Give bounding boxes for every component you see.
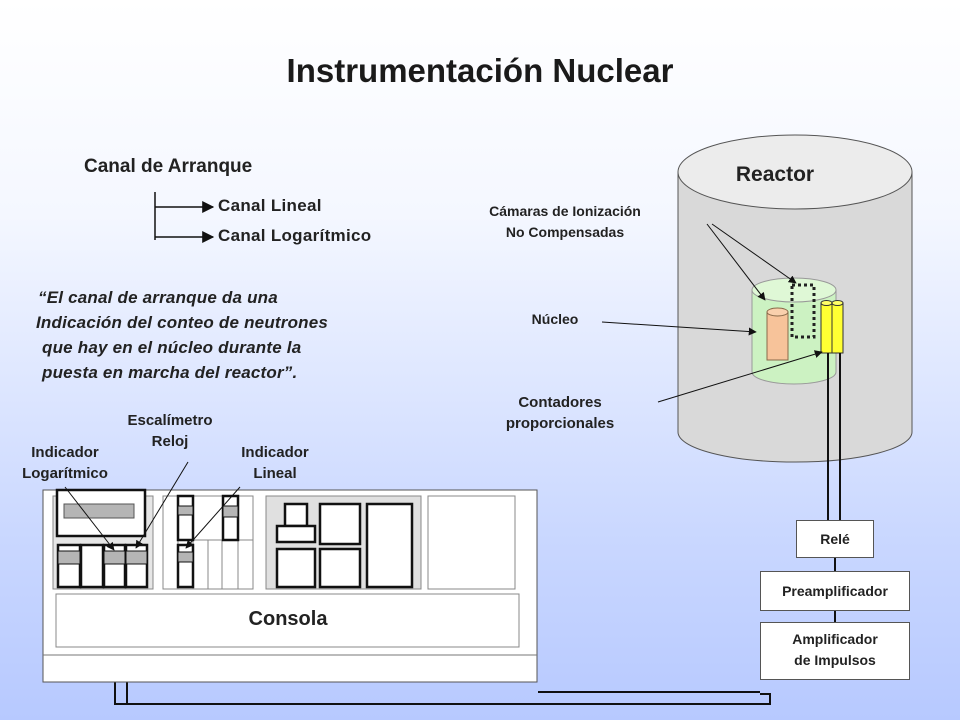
quote-line: Indicación del conteo de neutrones — [36, 313, 329, 332]
reactor-label: Reactor — [735, 163, 815, 186]
relay-box: Relé — [796, 520, 874, 558]
quote-line: “El canal de arranque da una — [38, 288, 278, 307]
proportional-counters — [820, 300, 844, 354]
ionization-chambers-label: Cámaras de Ionización No Compensadas — [489, 203, 641, 240]
ionization-chamber — [766, 307, 789, 361]
quote-line: que hay en el núcleo durante la — [42, 338, 302, 357]
core-label: Núcleo — [531, 311, 579, 327]
dashed-chamber — [790, 283, 816, 339]
startup-channel-heading: Canal de Arranque — [84, 156, 253, 177]
linear-channel-label: Canal Lineal — [218, 196, 322, 215]
proportional-counters-label: Contadores proporcionales — [505, 394, 615, 432]
console-panel — [42, 488, 538, 683]
startup-branch — [154, 192, 215, 243]
slide-title: Instrumentación Nuclear — [286, 52, 674, 89]
log-indicator-label: Indicador Logarítmico — [22, 444, 108, 482]
console-label: Consola — [248, 608, 328, 630]
pointer-arrows — [64, 223, 823, 551]
log-channel-label: Canal Logarítmico — [218, 226, 372, 245]
quote-line: puesta en marcha del reactor”. — [42, 363, 298, 382]
pulse-amplifier-box: Amplificador de Impulsos — [760, 622, 910, 680]
preamplifier-box: Preamplificador — [760, 571, 910, 611]
linear-indicator-label: Indicador Lineal — [241, 444, 309, 482]
counter-cables — [827, 353, 841, 520]
scaler-clock-label: Escalímetro Reloj — [127, 412, 213, 450]
